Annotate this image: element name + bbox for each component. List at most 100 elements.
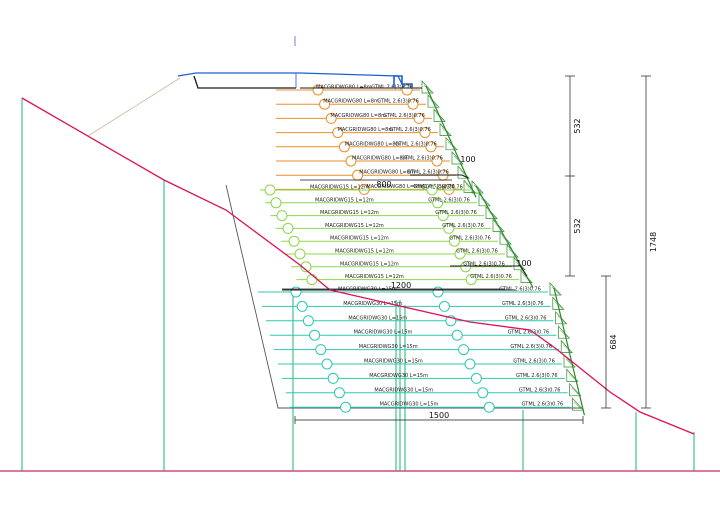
facing-unit [421,80,434,94]
facing-label: GTML 2.6(3)0.76 [377,99,419,105]
anchor-node-circle [419,127,431,139]
facing-label: GTML 2.6(3)0.76 [513,359,555,365]
tier-frames [282,87,528,291]
facing-unit [563,354,576,368]
anchor-label: MACGRIDWG80 L=8m [330,113,386,119]
anchor-head-circle [290,286,302,298]
anchor-node-circle [426,184,438,196]
dim-tier1-height: 532 [573,118,582,133]
facing-label: GTML 2.6(3)0.76 [499,287,541,293]
anchor-label: MACGRIDWG30 L=15m [380,402,439,408]
anchor-head-circle [358,183,370,195]
anchor-label: MACGRIDWG15 L=12m [310,185,369,191]
facing-label: GTML 2.6(3)0.76 [470,274,512,280]
facing-unit-brace [453,155,462,164]
dim-bench-width-1: 100 [460,155,475,164]
facing-label: GTML 2.6(3)0.76 [383,113,425,119]
anchor-label: MACGRIDWG15 L=12m [340,261,399,267]
anchor-node-circle [477,387,489,399]
facing-label: GTML 2.6(3)0.76 [519,387,561,393]
facing-unit-brace [494,223,503,231]
facing-label: GTML 2.6(3)0.76 [502,301,544,307]
facing-unit [566,368,579,382]
facing-unit-brace [473,184,482,193]
anchor-node-circle [413,112,425,124]
anchor-node-circle [407,98,419,110]
facing-unit-brace [551,286,560,295]
dim-tier2-width: 1200 [391,281,411,290]
anchor-label: MACGRIDWG15 L=12m [325,223,384,229]
anchor-label: MACGRIDWG80 L=8m [345,141,401,147]
facing-unit [569,382,582,397]
tier-1-bench [410,174,469,179]
facing-label: GTML 2.6(3)0.76 [449,236,491,242]
anchor-label: MACGRIDWG30 L=15m [348,315,407,321]
road-kerb [393,75,413,88]
anchor-label: MACGRIDWG15 L=12m [315,197,374,203]
facing-unit-brace [508,248,517,257]
facing-label: GTML 2.6(3)0.76 [505,315,547,321]
anchor-head-circle [345,155,357,167]
anchor-head-circle [294,248,306,260]
facing-label: GTML 2.6(3)0.76 [442,223,484,229]
anchor-head-circle [338,141,350,153]
anchor-label: MACGRIDWG30 L=15m [369,373,428,379]
facing-label: GTML 2.6(3)0.76 [428,197,470,203]
facing-label: GTML 2.6(3)0.76 [401,156,443,162]
facing-label: GTML 2.6(3)0.76 [508,330,550,336]
facing-unit [492,218,505,232]
dim-total-height: 1748 [649,232,658,252]
facing-unit-brace [501,236,510,244]
facing-unit-brace [571,387,579,395]
facing-unit [433,108,446,122]
anchor-node-circle [438,300,450,312]
facing-unit-brace [480,197,489,205]
anchor-node-circle [443,183,455,195]
anchor-head-circle [306,274,318,286]
anchor-head-circle [264,184,276,196]
facing-label: GTML 2.6(3)0.76 [389,127,431,133]
facing-unit-brace [557,315,565,323]
anchor-head-circle [340,401,352,413]
anchor-label: MACGRIDWG80 L=8m [366,184,422,190]
excavation-outline [225,184,583,409]
anchor-label: MACGRIDWG80 L=8m [359,170,415,176]
anchor-node-circle [470,372,482,384]
facing-label: GTML 2.6(3)0.76 [395,141,437,147]
facing-unit-brace [522,274,531,282]
facing-label: GTML 2.6(3)0.76 [510,344,552,350]
upper-slope-leader [87,77,181,137]
anchor-node-circle [451,329,463,341]
anchor-head-circle [296,300,308,312]
dim-tier3-height: 684 [609,334,618,349]
dim-tier1-width: 800 [376,180,391,189]
anchor-node-circle [464,358,476,370]
facing-unit [463,179,476,193]
facing-unit-brace [568,373,576,381]
anchor-node-circle [460,261,472,273]
anchor-label: MACGRIDWG80 L=8m [323,99,379,105]
facing-unit-brace [574,402,582,410]
facing-slope-line [425,85,477,198]
anchor-head-circle [300,261,312,273]
anchor-head-circle [276,210,288,222]
anchor-head-circle [325,112,337,124]
anchor-head-circle [302,315,314,327]
facing-unit [520,269,533,283]
facing-unit [552,296,565,310]
anchor-label: MACGRIDWG15 L=12m [330,236,389,242]
anchor-node-circle [443,222,455,234]
anchor-node-circle [432,286,444,298]
anchor-label: MACGRIDWG80 L=8m [338,127,394,133]
anchor-head-circle [282,222,294,234]
facing-label: GTML 2.6(3)0.76 [456,249,498,255]
facing-label: GTML 2.6(3)0.76 [463,261,505,267]
anchor-label: MACGRIDWG30 L=15m [359,344,418,350]
facing-unit [555,310,568,325]
facing-label: GTML 2.6(3)0.76 [435,210,477,216]
facing-unit-brace [459,170,468,178]
anchor-node-circle [448,235,460,247]
anchor-head-circle [270,197,282,209]
anchor-head-circle [327,372,339,384]
